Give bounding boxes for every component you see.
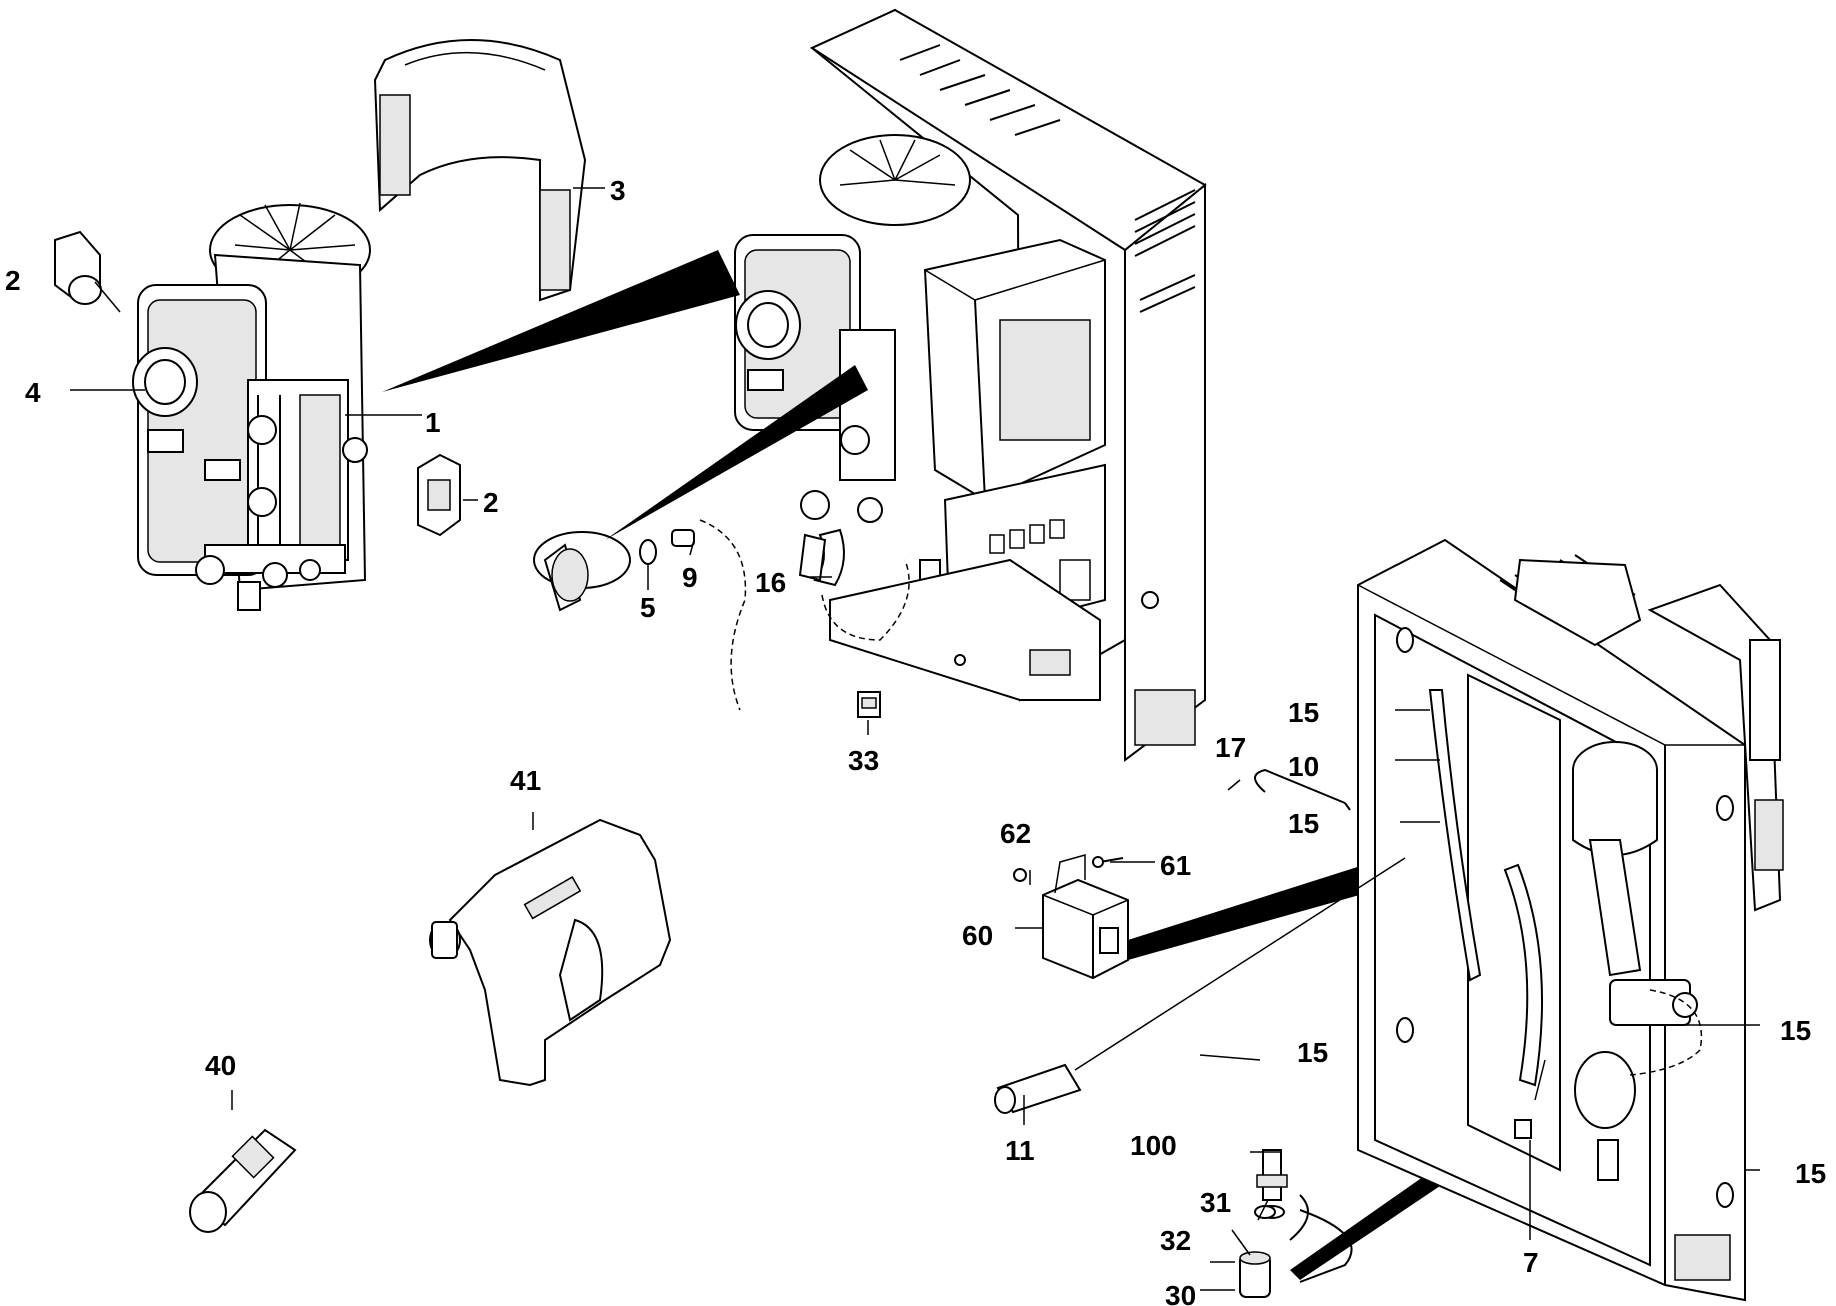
callout-32: 32: [1160, 1225, 1191, 1256]
callout-3: 3: [610, 175, 626, 206]
leader-lines: [70, 187, 1760, 1291]
callout-4: 4: [25, 377, 41, 408]
callout-15-right: 15: [1780, 1015, 1811, 1046]
washer-part-31: [1254, 1205, 1276, 1219]
top-vent-grille: [899, 44, 1061, 136]
callout-17: 17: [1215, 732, 1246, 763]
callout-15-top: 15: [1288, 697, 1319, 728]
sensor-housing-part-30: [1239, 1251, 1271, 1298]
hose-part-16: [798, 533, 827, 582]
dashed-cable-upper: [699, 519, 747, 711]
clip-part-2-lower: [417, 453, 461, 537]
callout-7: 7: [1523, 1247, 1539, 1278]
callout-10: 10: [1288, 751, 1319, 782]
nozzle-part-40: [189, 1128, 297, 1233]
explode-wedge-burner: [382, 250, 740, 392]
screw-part-61: [1092, 856, 1124, 868]
clip-part-2-upper: [54, 230, 102, 305]
nut-part-62: [1013, 868, 1027, 882]
callout-33: 33: [848, 745, 879, 776]
burner-assembly: [132, 202, 371, 611]
callout-15-bottom: 15: [1795, 1158, 1826, 1189]
control-valve: [533, 531, 631, 612]
explode-wedge-valve: [605, 365, 868, 540]
hose-piece-part-11: [994, 1063, 1082, 1114]
callout-30: 30: [1165, 1280, 1196, 1306]
rear-unit-housing: [1357, 538, 1746, 1302]
sleeve-part-9: [671, 529, 695, 547]
connector-part-33: [857, 691, 881, 718]
callout-61: 61: [1160, 850, 1191, 881]
callout-62: 62: [1000, 818, 1031, 849]
main-unit-housing: [734, 8, 1207, 762]
dashed-cable-hose: [821, 559, 910, 641]
callout-2-lower: 2: [483, 487, 499, 518]
dashed-cable-rear: [1629, 989, 1703, 1076]
electrical-box-part-60: [1042, 854, 1129, 980]
cable-part-17: [1254, 768, 1351, 811]
callout-5: 5: [640, 592, 656, 623]
rear-burner-assembly: [1513, 558, 1784, 912]
callout-11: 11: [1005, 1135, 1035, 1166]
callout-100: 100: [1130, 1130, 1177, 1161]
leader-11-to-unit: [1074, 857, 1406, 1071]
callout-16: 16: [755, 567, 786, 598]
callout-41: 41: [510, 765, 541, 796]
callout-31: 31: [1200, 1187, 1231, 1218]
callout-15-mid: 15: [1288, 808, 1319, 839]
callout-15-lower: 15: [1297, 1037, 1328, 1068]
callout-40: 40: [205, 1050, 236, 1081]
callout-2-upper: 2: [5, 265, 21, 296]
callout-9: 9: [682, 562, 698, 593]
cover-shroud-part-3: [373, 39, 587, 302]
spray-gun-part-41: [429, 818, 672, 1087]
explode-wedge-box: [1128, 855, 1395, 960]
o-ring-part-5: [639, 539, 657, 565]
callout-60: 60: [962, 920, 993, 951]
callout-1: 1: [425, 407, 441, 438]
side-vent-grille: [1134, 189, 1196, 313]
callout-labels: 1 2 2 3 4 5 7 9 10 11 15 15 15 15 15 16 …: [5, 175, 1826, 1306]
